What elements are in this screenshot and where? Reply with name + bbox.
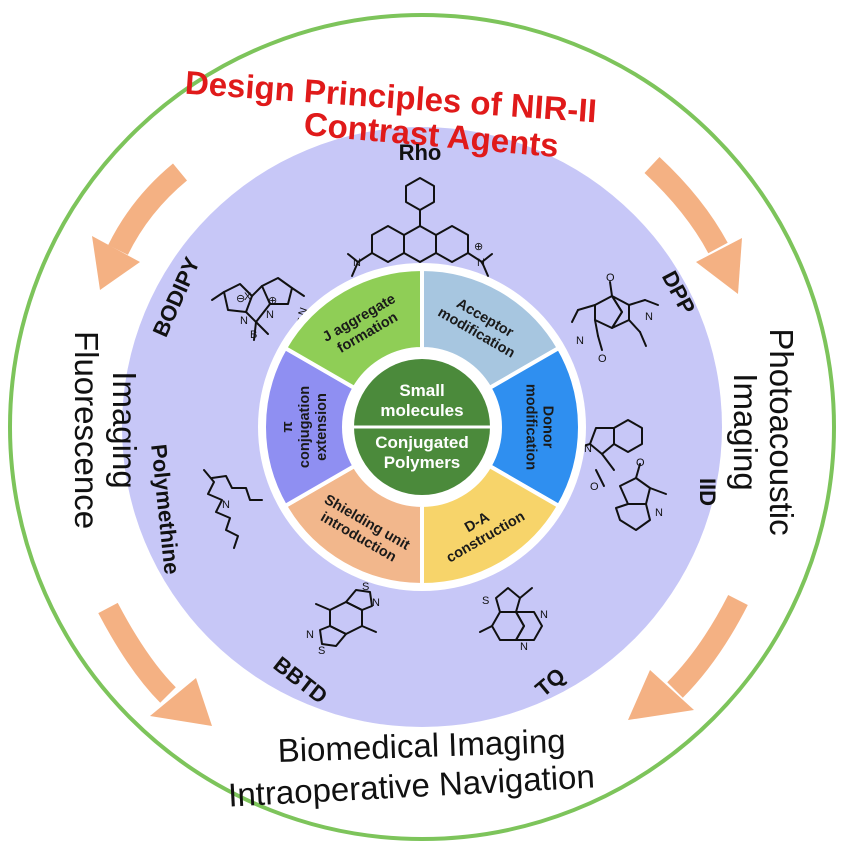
arrow-bottom-left (98, 602, 212, 726)
iid-o-left: O (590, 481, 599, 493)
segment-5 (282, 266, 424, 391)
structure-tq: S N N (479, 587, 548, 653)
fluorescence-line1: Fluorescence (68, 331, 105, 529)
rho-plus: ⊕ (474, 241, 483, 253)
fluorescence-line2: Imaging (106, 371, 143, 488)
tq-n-right: N (540, 609, 548, 621)
rho-n-left: N (353, 257, 361, 269)
label-photoacoustic-imaging: Photoacoustic Imaging (727, 328, 800, 535)
tq-s: S (482, 595, 489, 607)
iid-o-right: O (636, 457, 645, 469)
bodipy-minus: ⊖ (236, 293, 245, 305)
label-fluorescence-imaging: Fluorescence Imaging (68, 331, 143, 529)
segment-label-4-line-1: conjugation (297, 386, 313, 468)
bodipy-x: X (244, 291, 252, 303)
iid-n-bottom: N (655, 507, 663, 519)
outer-ring (8, 13, 836, 841)
bodipy-b: B (250, 329, 257, 341)
structure-polymethine: N (203, 469, 263, 549)
segment-label-4-line-0: π (280, 421, 296, 432)
dpp-o-top: O (606, 272, 615, 284)
principle-segments: AcceptormodificationDonormodificationD-A… (262, 266, 582, 588)
dpp-n-right: N (645, 311, 653, 323)
segment-label-4: πconjugationextension (280, 386, 330, 468)
segment-label-1: Donormodification (523, 384, 556, 470)
core-top-line1: Small (399, 381, 444, 400)
dpp-n-left: N (576, 335, 584, 347)
label-iid: IID (695, 478, 720, 506)
core-bottom-line2: Polymers (384, 453, 461, 472)
arrow-bottom-right (628, 595, 748, 720)
bbtd-s-bottom: S (318, 645, 325, 657)
bodipy-n-right: N (266, 309, 274, 321)
bbtd-n-bottom: N (306, 629, 314, 641)
polymethine-n: N (222, 499, 230, 511)
bbtd-n-top: N (372, 597, 380, 609)
label-rho: Rho (399, 140, 442, 165)
bodipy-plus: ⊕ (268, 295, 277, 307)
iid-n-top: N (584, 443, 592, 455)
segment-label-1-line-0: Donor (540, 406, 556, 449)
arrow-top-right (644, 156, 742, 294)
structure-dpp: O O N N (571, 272, 659, 365)
principle-ring: AcceptormodificationDonormodificationD-A… (258, 263, 586, 591)
title: Design Principles of NIR-II Contrast Age… (184, 64, 598, 164)
bbtd-s-top: S (362, 581, 369, 593)
label-bottom: Biomedical Imaging Intraoperative Naviga… (227, 722, 595, 814)
core-bottom-line1: Conjugated (375, 433, 469, 452)
tq-n-bottom: N (520, 641, 528, 653)
segment-label-4-line-2: extension (314, 393, 330, 461)
core-top-line2: molecules (380, 401, 463, 420)
dpp-o-bottom: O (598, 353, 607, 365)
photoacoustic-line2: Imaging (727, 373, 764, 490)
arrow-top-left (92, 163, 188, 290)
rho-n-right: N (477, 257, 485, 269)
flow-arrows (92, 156, 748, 726)
photoacoustic-line1: Photoacoustic (763, 328, 800, 535)
segment-label-1-line-1: modification (523, 384, 539, 470)
bodipy-n-left: N (240, 315, 248, 327)
structure-bbtd: S N S N (306, 581, 380, 657)
structure-iid: N O O N (575, 419, 667, 531)
